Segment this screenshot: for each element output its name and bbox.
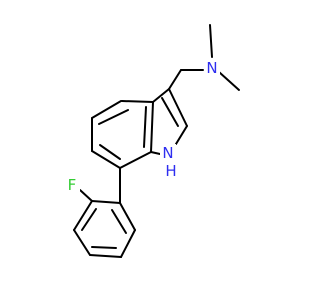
bond <box>91 246 117 249</box>
pyrrole-ring <box>150 88 188 155</box>
indole-nitrogen-label: N <box>162 144 173 162</box>
chemical-structure-diagram: N N H F <box>64 24 240 258</box>
bond <box>168 69 182 90</box>
bond <box>120 229 136 258</box>
bond <box>81 208 97 231</box>
fluorophenyl-ring <box>73 189 136 258</box>
bond <box>150 151 161 155</box>
bond <box>91 150 121 169</box>
bond <box>111 209 127 234</box>
bond <box>150 101 154 153</box>
atom-label-fluorine: F <box>64 175 80 195</box>
bond <box>89 254 122 258</box>
dimethylaminomethyl-group <box>168 24 240 91</box>
bond <box>73 200 93 231</box>
amine-nitrogen-label: N <box>206 59 217 77</box>
bond <box>73 229 91 256</box>
bond <box>121 100 154 103</box>
bond <box>168 88 188 127</box>
bond <box>91 200 121 204</box>
bond <box>143 106 147 148</box>
atom-label-indole-nitrogen: N <box>160 144 176 162</box>
bond <box>218 71 240 91</box>
bond <box>98 109 129 125</box>
fluorine-label: F <box>68 176 77 194</box>
bond <box>99 144 121 160</box>
indole-benzene-ring <box>91 100 154 169</box>
bond <box>79 189 93 202</box>
atom-label-indole-hydrogen: H <box>164 161 178 181</box>
bond <box>119 151 152 169</box>
bond <box>91 100 122 119</box>
bond <box>119 202 136 231</box>
bond <box>152 88 170 103</box>
atom-label-amine-nitrogen: N <box>204 58 220 78</box>
bond <box>209 24 213 58</box>
bond <box>175 125 188 145</box>
indole-hydrogen-label: H <box>165 162 176 180</box>
bond <box>161 97 179 127</box>
